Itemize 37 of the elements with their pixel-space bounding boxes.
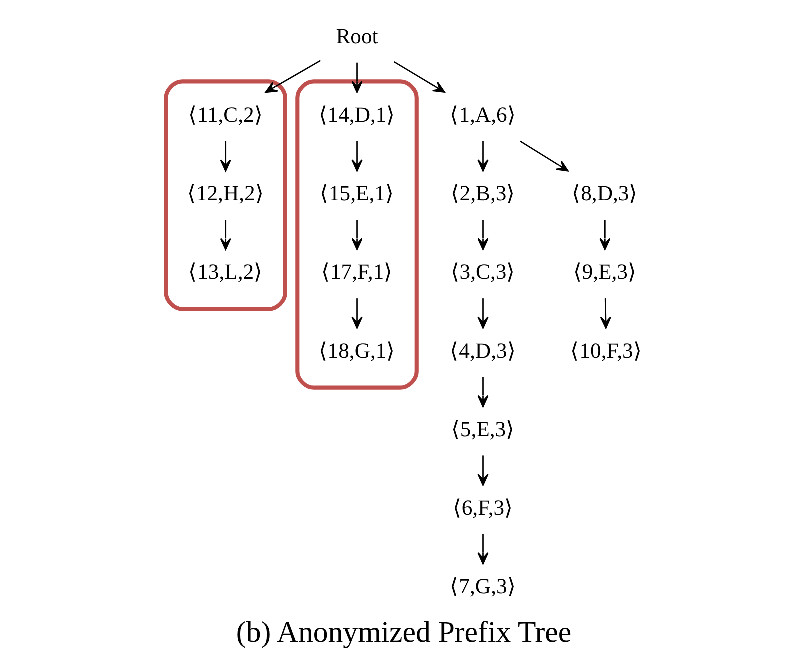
node-text: ⟨17,F,1⟩	[321, 260, 394, 284]
node-text: ⟨10,F,3⟩	[570, 338, 642, 363]
arrow	[352, 141, 363, 172]
cluster	[164, 80, 288, 312]
arrow	[600, 220, 611, 250]
node-text: ⟨3,C,3⟩	[450, 260, 516, 284]
arrow	[478, 298, 489, 329]
arrow	[600, 298, 612, 329]
node-text: ⟨6,F,3⟩	[452, 496, 514, 520]
node-text: ⟨14,D,1⟩	[318, 103, 396, 128]
node-text: ⟨2,B,3⟩	[450, 182, 516, 206]
arrow	[478, 534, 489, 565]
node-text: ⟨15,E,1⟩	[320, 182, 395, 206]
arrow	[478, 220, 489, 250]
node-text: ⟨8,D,3⟩	[572, 182, 638, 206]
node-text: ⟨1,A,6⟩	[450, 103, 516, 128]
node-text: ⟨18,G,1⟩	[318, 338, 396, 363]
arrow	[220, 141, 232, 172]
arrow	[520, 140, 569, 172]
arrow	[394, 61, 446, 93]
arrow	[478, 141, 489, 172]
node-text: ⟨11,C,2⟩	[188, 103, 264, 128]
node-text: ⟨13,L,2⟩	[188, 260, 264, 284]
node-text: ⟨9,E,3⟩	[573, 260, 638, 284]
arrow	[352, 298, 363, 329]
arrow	[478, 456, 489, 486]
caption: (b) Anonymized Prefix Tree	[236, 616, 572, 649]
arrow	[220, 220, 232, 250]
node-text: ⟨12,H,2⟩	[187, 182, 264, 206]
arrow	[265, 60, 321, 94]
arrow	[478, 377, 489, 408]
node-text: Root	[336, 24, 378, 48]
node-text: ⟨7,G,3⟩	[450, 574, 516, 598]
node-text: ⟨5,E,3⟩	[451, 417, 516, 442]
node-text: ⟨4,D,3⟩	[450, 338, 516, 363]
arrow	[352, 220, 363, 250]
arrow	[352, 62, 363, 94]
